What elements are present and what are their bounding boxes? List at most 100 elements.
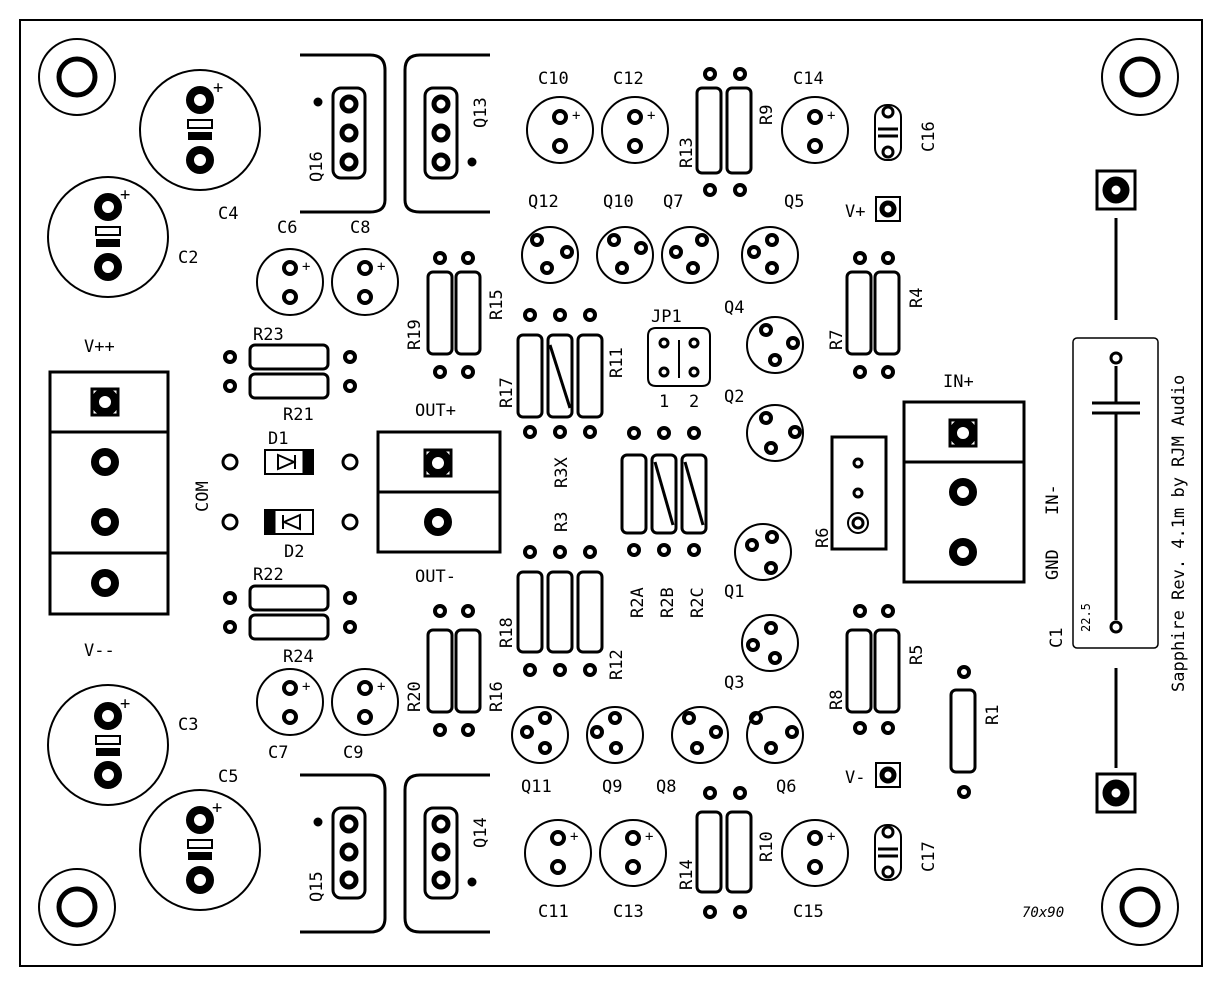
label-q12: Q12	[528, 192, 559, 212]
label-r23: R23	[253, 325, 284, 345]
label-gnd: GND	[1043, 549, 1063, 580]
label-q2: Q2	[724, 387, 744, 407]
terminal-input	[902, 400, 1026, 584]
label-com: COM	[193, 481, 213, 512]
label-out-plus: OUT+	[415, 401, 456, 421]
label-in-plus: IN+	[943, 372, 974, 392]
label-c11: C11	[538, 902, 569, 922]
label-vmm: V--	[84, 641, 115, 661]
terminal-power	[48, 370, 170, 616]
label-out-minus: OUT-	[415, 567, 456, 587]
label-q13: Q13	[471, 97, 491, 128]
label-c5: C5	[218, 767, 238, 787]
cap-c5: +	[139, 789, 261, 911]
label-r1: R1	[983, 705, 1003, 725]
svg-text:+: +	[377, 679, 385, 695]
label-q7: Q7	[663, 192, 683, 212]
label-c16: C16	[919, 121, 939, 152]
label-r16: R16	[487, 681, 507, 712]
label-v-minus: V-	[845, 768, 865, 788]
film-cap-c17	[874, 824, 902, 881]
label-r4: R4	[907, 288, 927, 308]
label-r9: R9	[757, 105, 777, 125]
board-title: Sapphire Rev. 4.1m by RJM Audio	[1169, 375, 1189, 692]
label-r24: R24	[283, 647, 314, 667]
label-r2a: R2A	[628, 587, 648, 618]
label-c3: C3	[178, 715, 198, 735]
label-q4: Q4	[724, 298, 744, 318]
label-r14: R14	[677, 859, 697, 890]
label-r3x: R3X	[552, 457, 572, 488]
vertical-resistors	[426, 67, 977, 919]
label-r2b: R2B	[658, 587, 678, 618]
label-d2: D2	[284, 542, 304, 562]
test-pads	[875, 196, 901, 788]
label-c6: C6	[277, 218, 297, 238]
label-r20: R20	[405, 681, 425, 712]
label-r6: R6	[813, 528, 833, 548]
board-outline	[19, 19, 1203, 967]
film-cap-c1	[1072, 169, 1159, 814]
terminal-output	[376, 430, 502, 554]
label-r8: R8	[827, 690, 847, 710]
label-q10: Q10	[603, 192, 634, 212]
label-in-minus: IN-	[1043, 484, 1063, 515]
label-q9: Q9	[602, 777, 622, 797]
label-c10: C10	[538, 69, 569, 89]
label-q11: Q11	[521, 777, 552, 797]
transistor-q16	[300, 53, 387, 214]
label-c2: C2	[178, 248, 198, 268]
label-r19: R19	[405, 319, 425, 350]
label-v-plus: V+	[845, 202, 865, 222]
label-c12: C12	[613, 69, 644, 89]
label-q6: Q6	[776, 777, 796, 797]
small-caps	[256, 96, 849, 887]
label-d1: D1	[268, 429, 288, 449]
cap-c2: +	[47, 176, 169, 298]
label-r5: R5	[907, 645, 927, 665]
cap-c4: +	[139, 69, 261, 191]
label-r18: R18	[497, 617, 517, 648]
svg-text:+: +	[213, 78, 223, 98]
small-cap-plus-signs: +++ ++ ++ +++	[302, 108, 835, 845]
label-q3: Q3	[724, 673, 744, 693]
label-r22: R22	[253, 565, 284, 585]
label-c1-value: 22.5	[1079, 603, 1093, 632]
svg-text:+: +	[647, 108, 655, 124]
svg-text:+: +	[377, 259, 385, 275]
label-c17: C17	[919, 841, 939, 872]
label-c8: C8	[350, 218, 370, 238]
transistor-q13	[403, 53, 490, 214]
diode-d1	[221, 449, 359, 475]
mounting-holes	[38, 38, 1179, 946]
label-r15: R15	[487, 289, 507, 320]
svg-text:+: +	[827, 829, 835, 845]
diode-d2	[221, 509, 359, 535]
label-r7: R7	[827, 330, 847, 350]
label-c13: C13	[613, 902, 644, 922]
label-r3: R3	[552, 512, 572, 532]
svg-text:+: +	[302, 259, 310, 275]
label-r21: R21	[283, 405, 314, 425]
label-r17: R17	[497, 377, 517, 408]
trimmer-r6	[830, 435, 888, 551]
svg-text:+: +	[572, 108, 580, 124]
svg-text:+: +	[120, 694, 130, 714]
label-r13: R13	[677, 137, 697, 168]
label-c4: C4	[218, 204, 238, 224]
cap-c3: +	[47, 684, 169, 806]
label-r11: R11	[607, 347, 627, 378]
label-r12: R12	[607, 649, 627, 680]
label-q14: Q14	[471, 817, 491, 848]
label-r10: R10	[757, 831, 777, 862]
board-size-label: 70x90	[1022, 905, 1064, 921]
component-labels: C10 C12 C14 C16 C4 C2 C6 C8 C3 C5 C7 C9 …	[84, 69, 1189, 922]
svg-text:+: +	[827, 108, 835, 124]
label-vpp: V++	[84, 337, 115, 357]
label-c14: C14	[793, 69, 824, 89]
svg-text:+: +	[302, 679, 310, 695]
label-jp-pin2: 2	[689, 392, 699, 412]
label-q1: Q1	[724, 582, 744, 602]
label-q8: Q8	[656, 777, 676, 797]
